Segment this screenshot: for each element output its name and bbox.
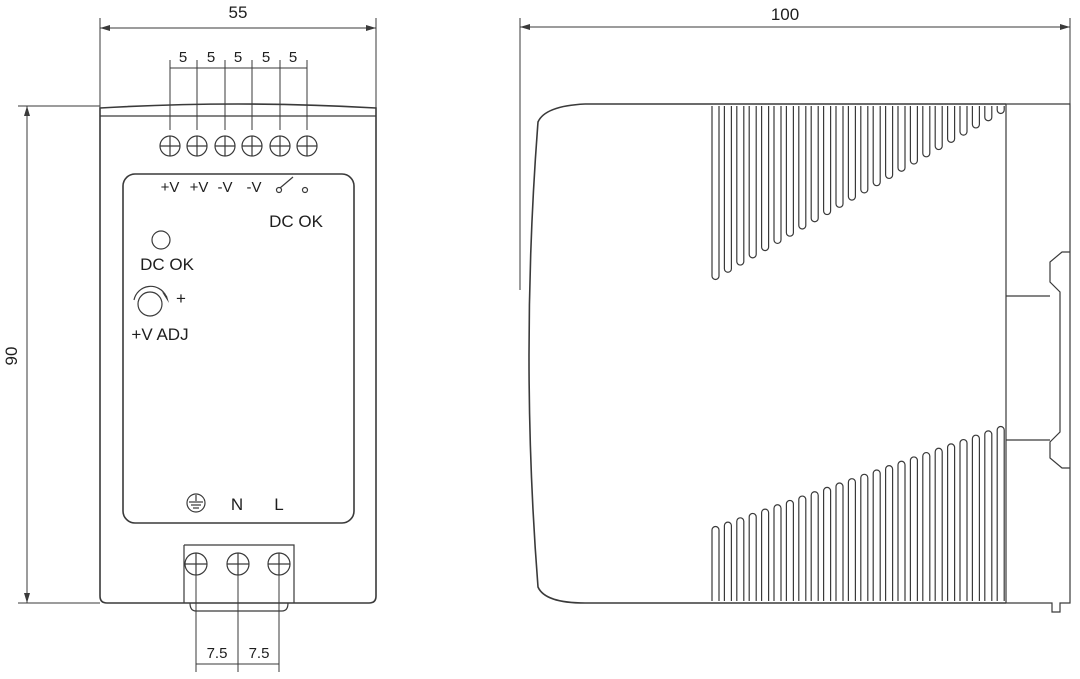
potentiometer-icon xyxy=(133,285,169,317)
cooling-fin xyxy=(897,106,906,172)
pitch-label-1: 5 xyxy=(179,49,187,66)
cooling-fin xyxy=(761,106,770,252)
cooling-fin xyxy=(897,460,906,601)
bottom-pitch-label-1: 7.5 xyxy=(207,645,228,662)
cooling-fin xyxy=(798,106,807,230)
bottom-pitch-label-2: 7.5 xyxy=(249,645,270,662)
cooling-fin xyxy=(773,504,782,601)
bottom-terminal-block xyxy=(183,544,295,603)
pitch-label-2: 5 xyxy=(207,49,215,66)
top-terminal-screws xyxy=(159,135,318,157)
adjust-label: +V ADJ xyxy=(131,325,188,344)
cooling-fin xyxy=(909,106,918,165)
cooling-fin xyxy=(947,443,956,601)
terminal-screw-icon xyxy=(186,135,208,157)
cooling-fin xyxy=(934,106,943,151)
cooling-fin xyxy=(810,491,819,601)
width-dimension-label: 55 xyxy=(229,3,248,22)
terminal-label-plus-v-1: +V xyxy=(161,179,180,196)
side-housing-outline xyxy=(528,103,1006,604)
cooling-fin xyxy=(847,478,856,601)
cooling-fin xyxy=(785,499,794,601)
terminal-label-plus-v-2: +V xyxy=(190,179,209,196)
cooling-fin xyxy=(984,106,993,122)
pitch-label-3: 5 xyxy=(234,49,242,66)
cooling-fin xyxy=(947,106,956,143)
cooling-fin xyxy=(971,106,980,129)
front-panel-plate xyxy=(122,173,355,524)
side-view: 100 xyxy=(519,5,1071,613)
cooling-fin xyxy=(885,465,894,601)
bottom-terminal-screws xyxy=(184,552,291,576)
front-view: 55 90 5 5 5 5 5 xyxy=(2,3,377,672)
cooling-fin xyxy=(711,525,720,601)
bottom-terminal-pitch: 7.5 7.5 xyxy=(195,575,280,672)
input-label-n: N xyxy=(231,495,243,514)
input-label-l: L xyxy=(274,495,283,514)
terminal-screw-icon xyxy=(184,552,208,576)
pitch-label-5: 5 xyxy=(289,49,297,66)
cooling-fin xyxy=(723,106,732,273)
cooling-fin xyxy=(996,106,1005,115)
top-terminal-pitch: 5 5 5 5 5 xyxy=(169,49,308,130)
cooling-fin xyxy=(971,434,980,601)
cooling-fin xyxy=(885,106,894,180)
cooling-fin xyxy=(723,521,732,601)
cooling-fin xyxy=(996,425,1005,601)
relay-label: DC OK xyxy=(269,212,324,231)
cooling-fin xyxy=(959,106,968,136)
cooling-fin xyxy=(835,106,844,208)
height-dimension-label: 90 xyxy=(2,347,21,366)
cooling-fin xyxy=(959,438,968,601)
cooling-fin xyxy=(761,508,770,601)
cooling-fin xyxy=(773,106,782,245)
terminal-screw-icon xyxy=(241,135,263,157)
top-cooling-fins xyxy=(711,106,1005,281)
depth-dimension: 100 xyxy=(519,5,1071,290)
terminal-screw-icon xyxy=(214,135,236,157)
cooling-fin xyxy=(798,495,807,601)
terminal-screw-icon xyxy=(296,135,318,157)
cooling-fin xyxy=(984,430,993,601)
cooling-fin xyxy=(872,106,881,187)
cooling-fin xyxy=(922,451,931,601)
led-label: DC OK xyxy=(140,255,195,274)
width-dimension: 55 xyxy=(99,3,377,108)
cooling-fin xyxy=(872,469,881,601)
terminal-screw-icon xyxy=(226,552,250,576)
cooling-fin xyxy=(860,106,869,194)
adjust-plus-symbol: + xyxy=(176,289,186,308)
earth-ground-icon xyxy=(186,493,206,513)
depth-dimension-label: 100 xyxy=(771,5,799,24)
cooling-fin xyxy=(736,517,745,601)
cooling-fin xyxy=(934,447,943,601)
dc-ok-led-icon xyxy=(151,230,171,250)
cooling-fin xyxy=(785,106,794,237)
cooling-fin xyxy=(860,473,869,601)
cooling-fin xyxy=(823,486,832,601)
terminal-label-minus-v-1: -V xyxy=(218,179,233,196)
height-dimension: 90 xyxy=(2,105,100,604)
terminal-screw-icon xyxy=(159,135,181,157)
din-rail-clip xyxy=(1006,103,1071,613)
cooling-fin xyxy=(847,106,856,201)
cooling-fin xyxy=(748,512,757,601)
cooling-fin xyxy=(835,482,844,601)
bottom-cooling-fins xyxy=(711,425,1005,601)
cooling-fin xyxy=(736,106,745,266)
relay-contact-icon xyxy=(275,176,309,194)
cooling-fin xyxy=(711,106,720,281)
terminal-label-minus-v-2: -V xyxy=(247,179,262,196)
cooling-fin xyxy=(922,106,931,158)
cooling-fin xyxy=(823,106,832,216)
terminal-screw-icon xyxy=(267,552,291,576)
cooling-fin xyxy=(748,106,757,259)
front-housing-outline xyxy=(99,103,377,604)
cooling-fin xyxy=(909,456,918,601)
terminal-screw-icon xyxy=(269,135,291,157)
pitch-label-4: 5 xyxy=(262,49,270,66)
cooling-fin xyxy=(810,106,819,223)
